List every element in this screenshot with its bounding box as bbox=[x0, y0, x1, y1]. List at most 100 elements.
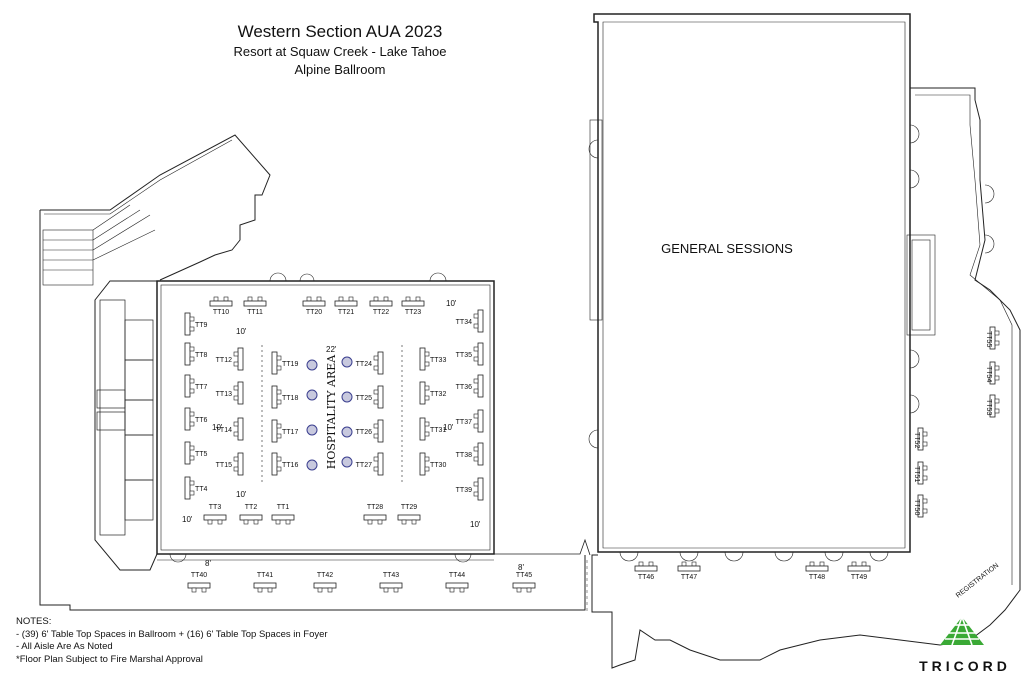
hospitality-tables bbox=[306, 356, 353, 471]
registration-label: REGISTRATION bbox=[955, 562, 1000, 600]
table-tt10-label: TT10 bbox=[213, 309, 229, 316]
notes-line-2: - All Aisle Are As Noted bbox=[16, 641, 113, 652]
table-tt32-label: TT32 bbox=[430, 391, 446, 398]
general-sessions-room bbox=[593, 13, 911, 553]
table-tt43-label: TT43 bbox=[383, 572, 399, 579]
table-tt41 bbox=[253, 582, 277, 589]
table-tt20-label: TT20 bbox=[306, 309, 322, 316]
table-tt49-label: TT49 bbox=[851, 574, 867, 581]
aisle-width-label: 8' bbox=[518, 563, 524, 572]
alpine-ballroom bbox=[156, 280, 495, 555]
table-tt51-label: TT51 bbox=[913, 466, 920, 482]
table-tt35 bbox=[477, 342, 484, 366]
table-tt38 bbox=[477, 442, 484, 466]
table-tt11-label: TT11 bbox=[247, 309, 263, 316]
table-tt45-label: TT45 bbox=[516, 572, 532, 579]
table-tt28 bbox=[363, 514, 387, 521]
table-tt8 bbox=[184, 342, 191, 366]
table-tt53-label: TT53 bbox=[985, 399, 992, 415]
table-tt27-label: TT27 bbox=[356, 462, 372, 469]
table-tt43 bbox=[379, 582, 403, 589]
table-tt6-label: TT6 bbox=[195, 417, 208, 424]
table-tt19-label: TT19 bbox=[282, 361, 298, 368]
general-sessions-label: GENERAL SESSIONS bbox=[661, 241, 793, 256]
table-tt19 bbox=[271, 351, 278, 375]
aisle-width-label: 10' bbox=[236, 490, 247, 499]
event-title: Western Section AUA 2023 bbox=[237, 22, 443, 41]
table-tt34 bbox=[477, 309, 484, 333]
table-tt37 bbox=[477, 409, 484, 433]
table-tt17 bbox=[271, 419, 278, 443]
notes-line-3: *Floor Plan Subject to Fire Marshal Appr… bbox=[16, 653, 203, 665]
table-tt27 bbox=[377, 452, 384, 476]
table-tt18-label: TT18 bbox=[282, 395, 298, 402]
table-tt52-label: TT52 bbox=[913, 432, 920, 448]
table-tt26-label: TT26 bbox=[356, 429, 372, 436]
venue-subtitle: Resort at Squaw Creek - Lake Tahoe bbox=[233, 44, 447, 59]
table-tt15 bbox=[237, 452, 244, 476]
table-tt13-label: TT13 bbox=[216, 391, 232, 398]
notes-line-1: - (39) 6' Table Top Spaces in Ballroom +… bbox=[16, 628, 328, 640]
table-tt35-label: TT35 bbox=[456, 352, 472, 359]
table-tt1 bbox=[271, 514, 295, 521]
aisle-width-label: 10' bbox=[443, 423, 454, 432]
table-tt14-label: TT14 bbox=[216, 427, 232, 434]
aisle-width-label: 22' bbox=[326, 345, 337, 354]
left-wing-outline bbox=[39, 134, 586, 611]
table-tt23 bbox=[401, 300, 425, 307]
aisle-width-label: 10' bbox=[470, 520, 481, 529]
table-tt16-label: TT16 bbox=[282, 462, 298, 469]
table-tt7-label: TT7 bbox=[195, 384, 208, 391]
table-tt51 bbox=[917, 461, 924, 485]
table-tt12-label: TT12 bbox=[216, 357, 232, 364]
aisle-width-label: 8' bbox=[205, 559, 211, 568]
table-tt25 bbox=[377, 385, 384, 409]
table-tt54 bbox=[989, 361, 996, 385]
right-foyer-outline bbox=[591, 87, 1021, 669]
table-tt48 bbox=[805, 565, 829, 572]
hospitality-area-label: HOSPITALITY AREA bbox=[325, 354, 338, 470]
table-tt7 bbox=[184, 374, 191, 398]
table-tt5 bbox=[184, 441, 191, 465]
tricord-logo-icon bbox=[940, 616, 984, 646]
table-tt41-label: TT41 bbox=[257, 572, 273, 579]
table-tt44-label: TT44 bbox=[449, 572, 465, 579]
table-tt4-label: TT4 bbox=[195, 486, 208, 493]
table-tt9 bbox=[184, 312, 191, 336]
table-tt39 bbox=[477, 477, 484, 501]
table-tt36 bbox=[477, 374, 484, 398]
aisle-width-label: 10' bbox=[446, 299, 457, 308]
table-tt12 bbox=[237, 347, 244, 371]
table-tt22-label: TT22 bbox=[373, 309, 389, 316]
table-tt42 bbox=[313, 582, 337, 589]
table-tt29-label: TT29 bbox=[401, 504, 417, 511]
table-tt22 bbox=[369, 300, 393, 307]
table-tt18 bbox=[271, 385, 278, 409]
logo-text: TRICORD bbox=[919, 658, 1011, 674]
table-tt25-label: TT25 bbox=[356, 395, 372, 402]
table-tt55 bbox=[989, 326, 996, 350]
table-tt3 bbox=[203, 514, 227, 521]
table-tt33 bbox=[419, 347, 426, 371]
table-tt53 bbox=[989, 394, 996, 418]
table-tt24 bbox=[377, 351, 384, 375]
stairs bbox=[42, 204, 156, 286]
table-tt23-label: TT23 bbox=[405, 309, 421, 316]
table-tt46-label: TT46 bbox=[638, 574, 654, 581]
table-tt26 bbox=[377, 419, 384, 443]
table-tt30-label: TT30 bbox=[430, 462, 446, 469]
table-tt5-label: TT5 bbox=[195, 451, 208, 458]
table-tt14 bbox=[237, 417, 244, 441]
table-tt28-label: TT28 bbox=[367, 504, 383, 511]
table-tt54-label: TT54 bbox=[985, 366, 992, 382]
table-tt24-label: TT24 bbox=[356, 361, 372, 368]
table-tt33-label: TT33 bbox=[430, 357, 446, 364]
notes: NOTES: - (39) 6' Table Top Spaces in Bal… bbox=[16, 616, 328, 666]
table-tt47 bbox=[677, 565, 701, 572]
table-tt3-label: TT3 bbox=[209, 504, 222, 511]
table-tt6 bbox=[184, 407, 191, 431]
aisle-width-label: 10' bbox=[236, 327, 247, 336]
table-tt2 bbox=[239, 514, 263, 521]
table-tt2-label: TT2 bbox=[245, 504, 258, 511]
